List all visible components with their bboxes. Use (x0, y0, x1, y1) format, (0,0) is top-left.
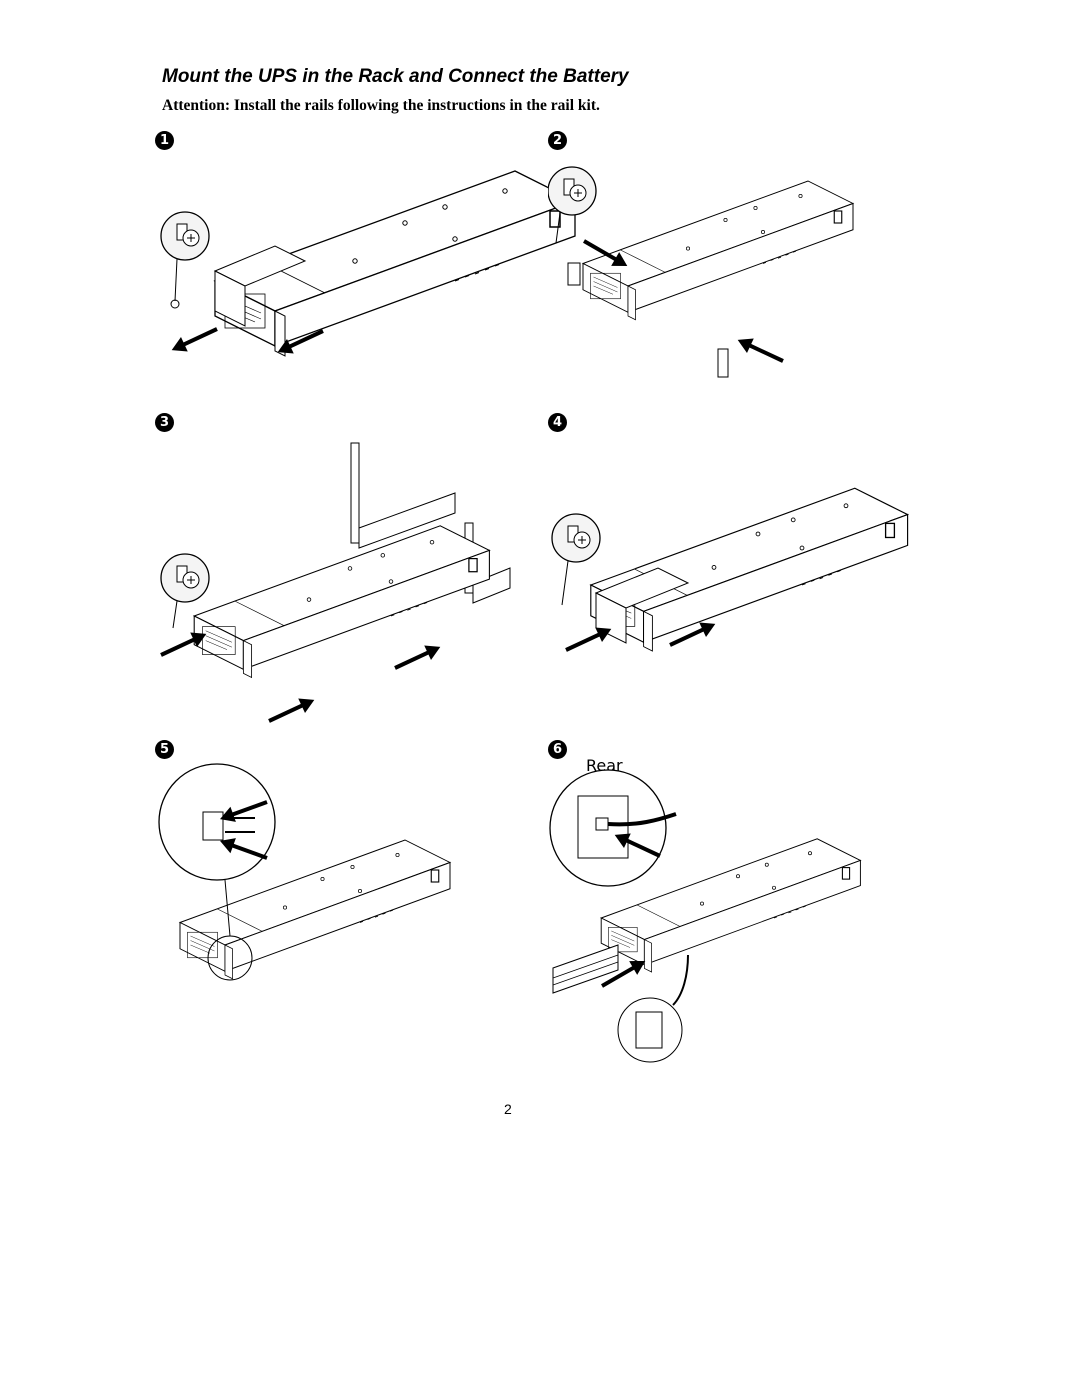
step-5-panel: 5 (155, 740, 675, 1040)
step-number-badge: 3 (155, 413, 174, 432)
step-number-badge: 2 (548, 131, 567, 150)
page-title: Mount the UPS in the Rack and Connect th… (162, 66, 629, 87)
step-2-illustration (548, 166, 854, 378)
step-number-badge: 1 (155, 131, 174, 150)
step-number-badge: 4 (548, 413, 567, 432)
step-1-panel: 1 (155, 131, 675, 431)
step-number-badge: 5 (155, 740, 174, 759)
step-4-illustration (551, 487, 909, 660)
step-4-panel: 4 (548, 413, 1068, 713)
step-6-panel: 6 Rear (548, 740, 1068, 1063)
step-5-illustration (158, 763, 451, 981)
step-1-illustration (160, 170, 576, 362)
page-number: 2 (504, 1101, 512, 1117)
attention-note: Attention: Install the rails following t… (162, 97, 600, 114)
step-number-badge: 6 (548, 740, 567, 759)
step-2-panel: 2 (548, 131, 1068, 431)
step-6-illustration (549, 769, 861, 1063)
step-3-panel: 3 (155, 413, 675, 731)
step-3-illustration (155, 442, 511, 731)
